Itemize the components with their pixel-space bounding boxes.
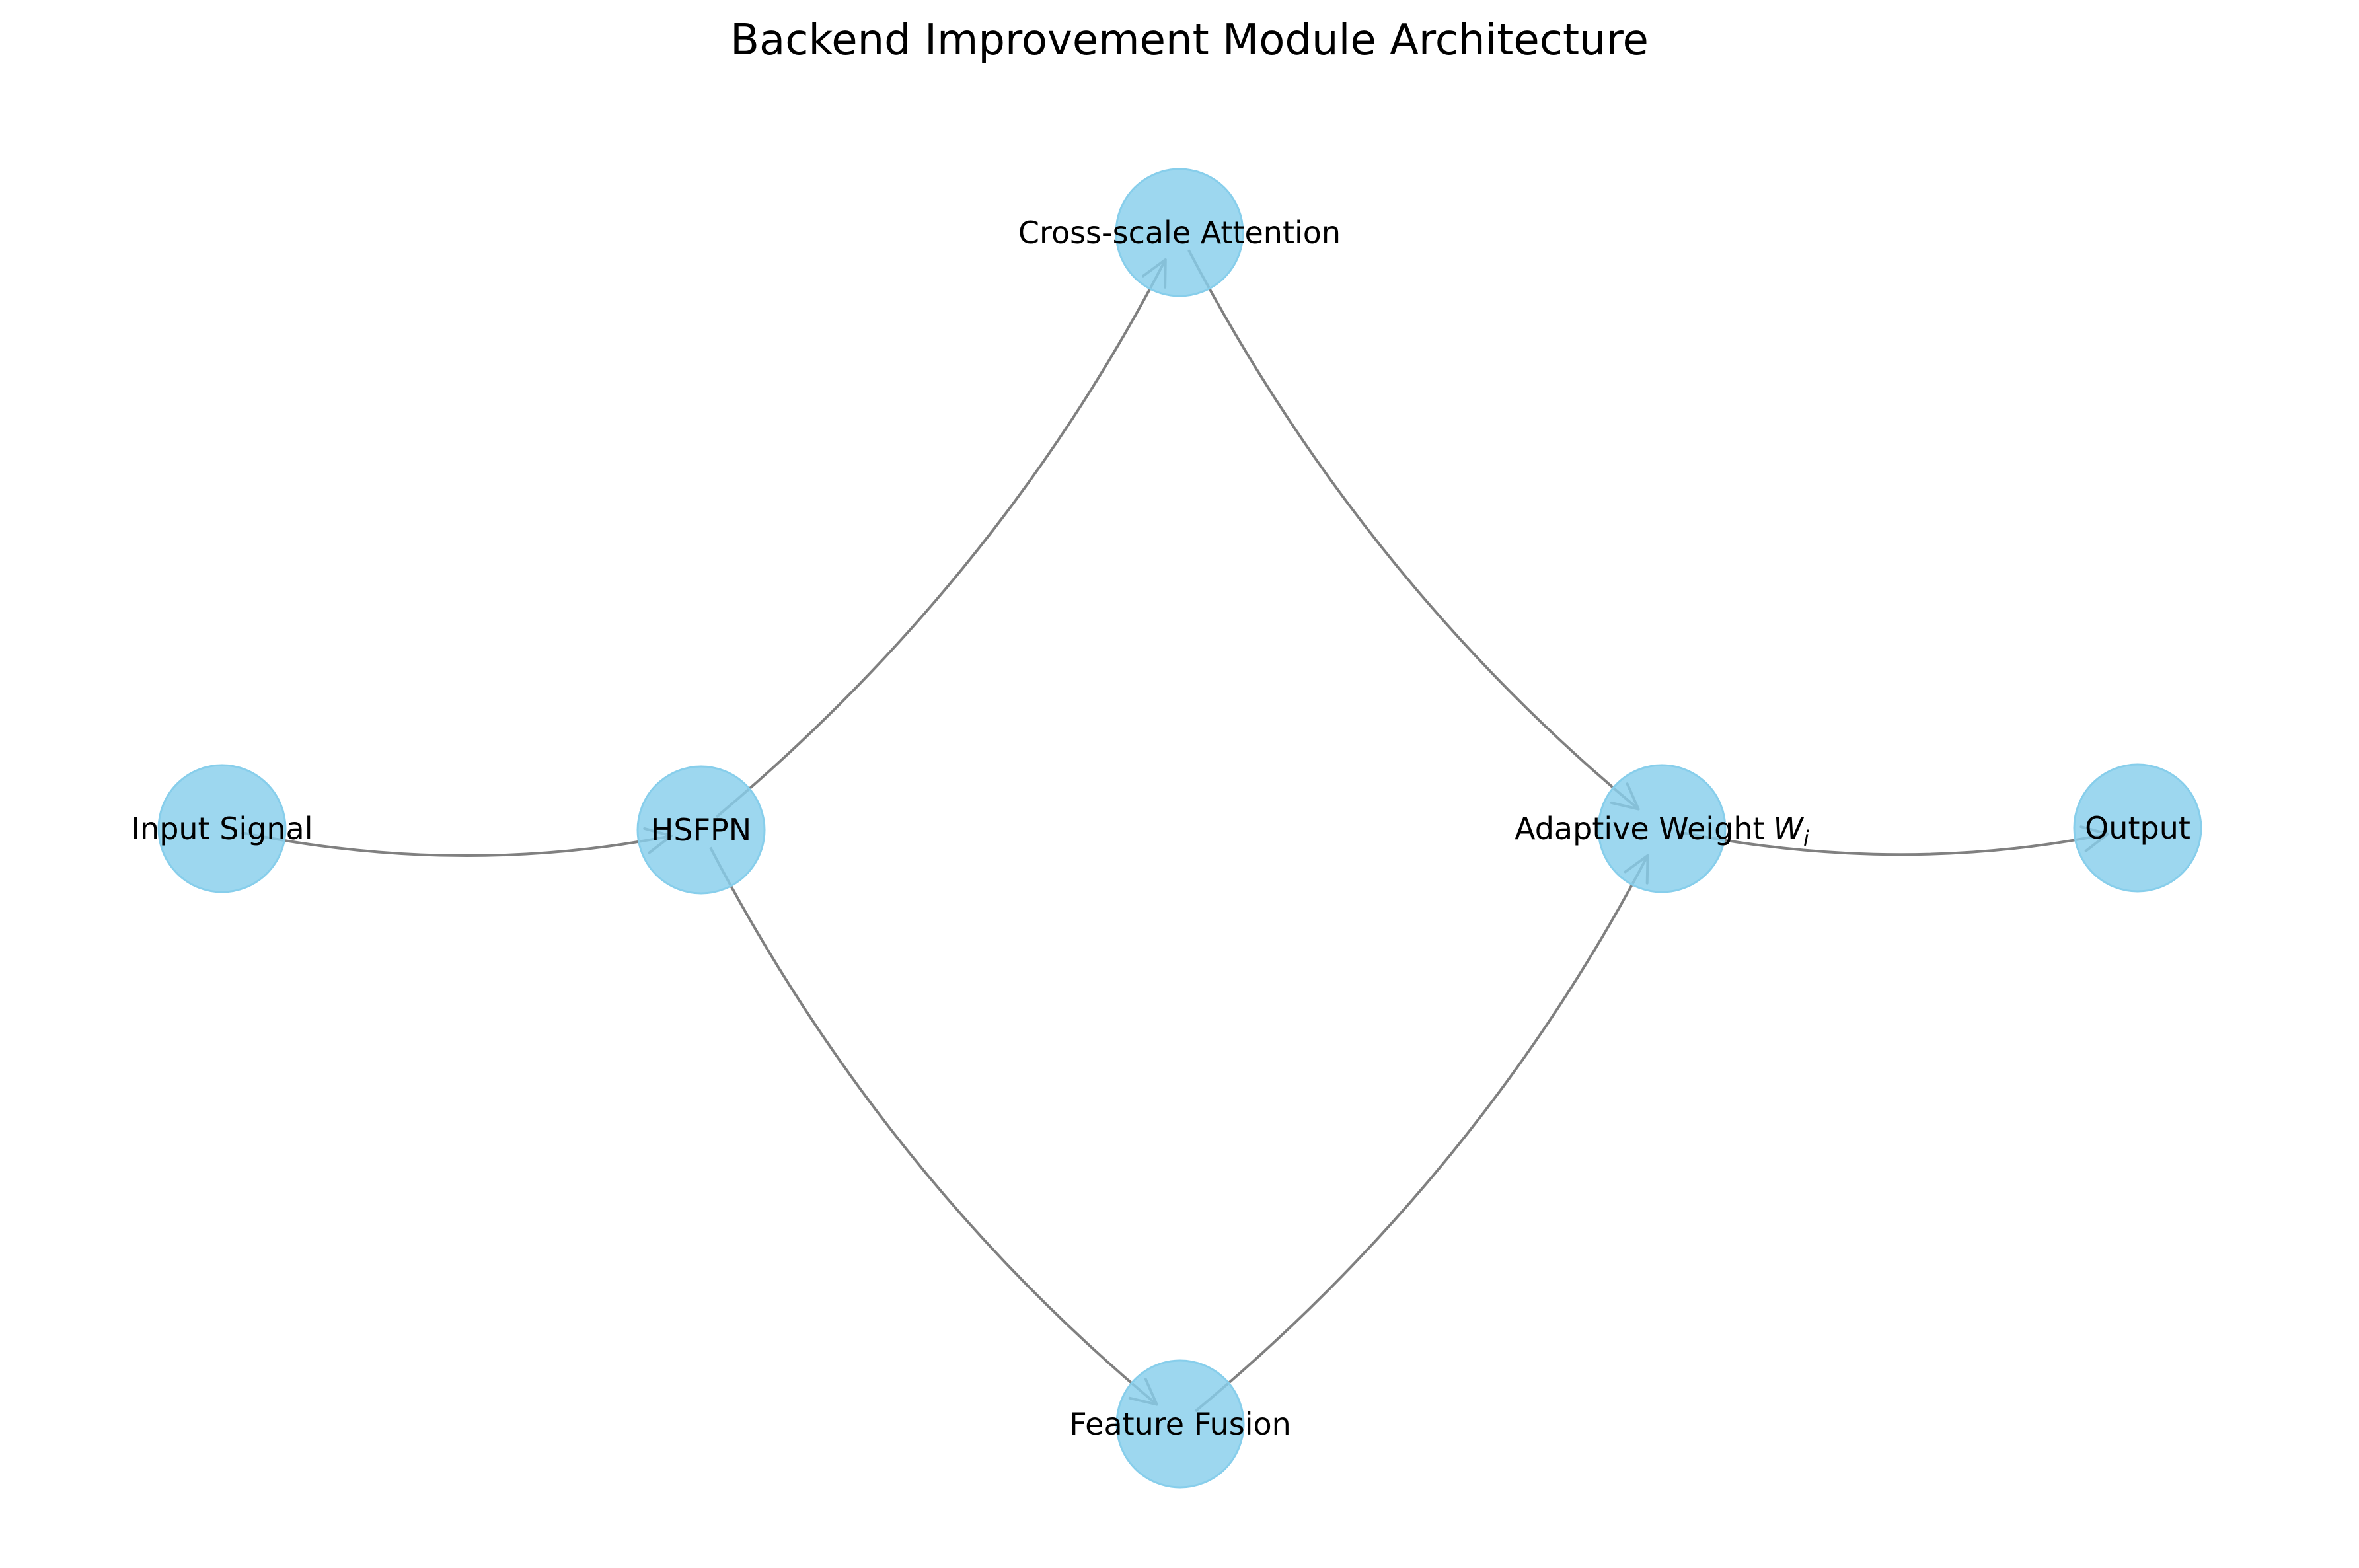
edge-feature_fusion-adaptive_weight (1194, 854, 1649, 1413)
node-label-output: Output (2085, 810, 2190, 846)
edges-layer (241, 249, 2109, 1413)
edge-cross_scale-adaptive_weight (1187, 249, 1639, 811)
edge-hsfpn-cross_scale (715, 258, 1167, 819)
node-adaptive_weight (1597, 764, 1727, 893)
node-feature_fusion (1115, 1359, 1245, 1489)
node-label-input_signal: Input Signal (131, 811, 313, 846)
edge-input_signal-hsfpn (241, 831, 672, 857)
labels-layer: Input Signal HSFPN Cross-scale AttentionFe… (131, 215, 2190, 1442)
node-hsfpn (636, 765, 766, 895)
node-input_signal (157, 764, 287, 893)
node-cross_scale (1115, 168, 1244, 297)
edge-adaptive_weight-output (1681, 831, 2109, 856)
node-label-hsfpn: HSFPN (651, 812, 751, 848)
node-output (2073, 763, 2202, 893)
diagram-title: Backend Improvement Module Architecture (730, 16, 1649, 65)
node-label-feature_fusion: Feature Fusion (1069, 1406, 1291, 1442)
node-label-cross_scale: Cross-scale Attention (1018, 215, 1341, 250)
edge-hsfpn-feature_fusion (709, 846, 1158, 1406)
nodes-layer (157, 168, 2202, 1489)
